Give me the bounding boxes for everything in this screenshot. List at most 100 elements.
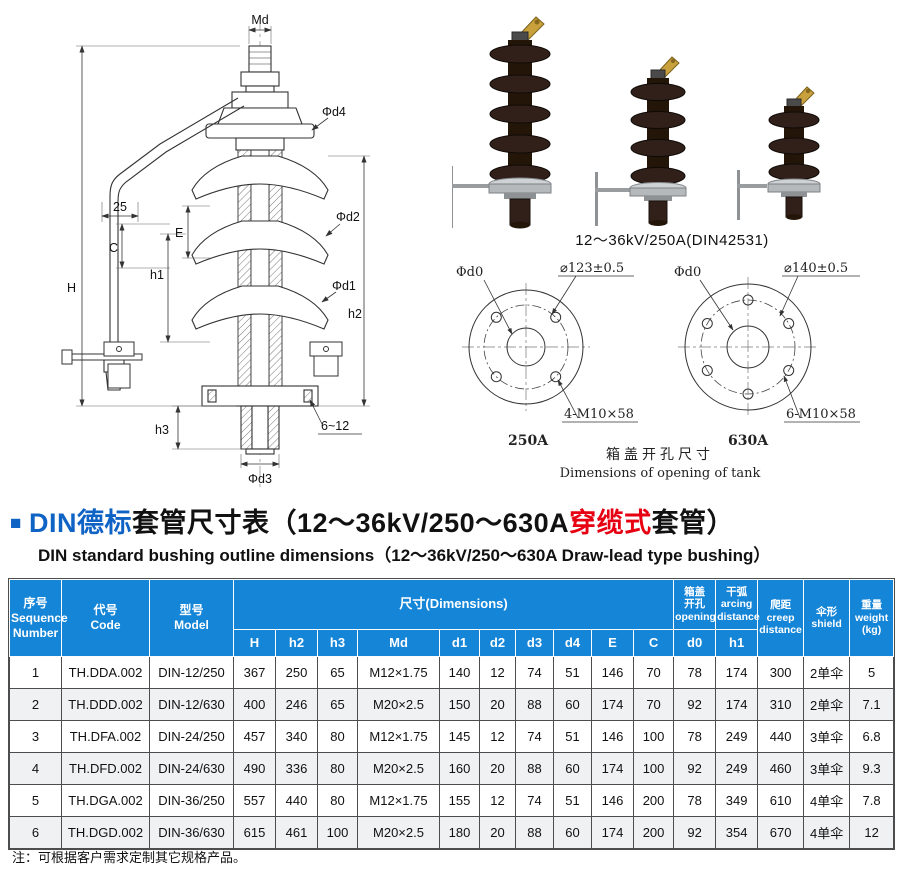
table-cell: 88	[515, 752, 554, 785]
table-cell: 146	[591, 784, 634, 817]
table-cell: 400	[233, 688, 276, 721]
bushing-photo-large	[452, 16, 552, 229]
hole-pattern-250a: Φd0 ⌀123±0.5 4-M10×58 250A	[456, 261, 638, 449]
table-cell: 12	[479, 720, 516, 753]
col-header-shield: 伞形 shield	[803, 579, 851, 657]
col-header-Md: Md	[357, 629, 440, 657]
col-header-opening: 箱盖 开孔 opening	[673, 579, 717, 630]
table-cell: 145	[439, 720, 480, 753]
table-cell: 155	[439, 784, 480, 817]
table-cell: 9.3	[849, 752, 895, 785]
table-cell: 174	[715, 688, 759, 721]
table-cell: TH.DFD.002	[61, 752, 150, 785]
table-cell: DIN-36/630	[149, 816, 234, 849]
hole-250a-bolt-spec-label: 4-M10×58	[564, 407, 634, 422]
table-cell: 3	[9, 720, 62, 753]
col-header-dimensions: 尺寸(Dimensions)	[232, 579, 675, 630]
table-cell: DIN-12/250	[149, 656, 234, 689]
table-cell: 440	[275, 784, 318, 817]
product-photos-caption: 12～36kV/250A(DIN42531)	[575, 232, 769, 249]
table-cell: 80	[317, 720, 358, 753]
col-header-d2: d2	[479, 629, 516, 657]
table-cell: 51	[553, 656, 592, 689]
table-cell: M20×2.5	[357, 816, 440, 849]
table-cell: 7.8	[849, 784, 895, 817]
table-cell: M12×1.75	[357, 656, 440, 689]
table-cell: 20	[479, 688, 516, 721]
table-cell: 20	[479, 752, 516, 785]
table-cell: 2单伞	[803, 688, 851, 721]
dim-label-md: Md	[251, 13, 268, 27]
product-photos	[452, 16, 821, 229]
title-tail: 套管）	[651, 508, 735, 538]
table-cell: 336	[275, 752, 318, 785]
table-cell: 174	[591, 752, 634, 785]
table-cell: M20×2.5	[357, 688, 440, 721]
table-cell: 610	[757, 784, 805, 817]
table-cell: 2	[9, 688, 62, 721]
title-brand: DIN德标	[28, 508, 132, 538]
tank-opening-drawings: Φd0 ⌀123±0.5 4-M10×58 250A Φd0 ⌀140±0.5	[456, 261, 860, 449]
table-cell: 461	[275, 816, 318, 849]
table-cell: 4	[9, 752, 62, 785]
table-cell: 150	[439, 688, 480, 721]
table-cell: 51	[553, 784, 592, 817]
table-cell: 100	[317, 816, 358, 849]
table-cell: M20×2.5	[357, 752, 440, 785]
table-cell: 3单伞	[803, 720, 851, 753]
table-cell: 246	[275, 688, 318, 721]
table-cell: 160	[439, 752, 480, 785]
cable-clamps	[61, 341, 343, 389]
table-cell: DIN-24/250	[149, 720, 234, 753]
table-cell: DIN-24/630	[149, 752, 234, 785]
col-header-code: 代号 Code	[61, 579, 150, 657]
table-cell: 65	[317, 688, 358, 721]
table-cell: 349	[715, 784, 759, 817]
table-cell: 615	[233, 816, 276, 849]
footnote: 注：可根据客户需求定制其它规格产品。	[12, 850, 247, 865]
hole-pattern-630a: Φd0 ⌀140±0.5 6-M10×58 630A	[674, 261, 860, 449]
table-cell: 51	[553, 720, 592, 753]
bushing-photo-small	[737, 86, 821, 220]
table-cell: 65	[317, 656, 358, 689]
col-header-h2: h2	[275, 629, 318, 657]
table-cell: 4单伞	[803, 816, 851, 849]
hole-250a-name: 250A	[508, 433, 549, 449]
table-cell: 92	[673, 752, 717, 785]
table-cell: TH.DDD.002	[61, 688, 150, 721]
table-cell: 60	[553, 816, 592, 849]
tank-opening-caption: 箱盖开孔尺寸 Dimensions of opening of tank	[540, 444, 780, 481]
col-header-d3: d3	[515, 629, 554, 657]
tank-caption-en: Dimensions of opening of tank	[559, 466, 761, 481]
table-cell: 457	[233, 720, 276, 753]
col-header-sequence: 序号 Sequence Number	[9, 579, 68, 657]
title-bullet-icon: ■	[10, 513, 22, 534]
weather-sheds	[191, 155, 329, 330]
table-cell: 249	[715, 752, 759, 785]
table-cell: 250	[275, 656, 318, 689]
table-cell: 80	[317, 784, 358, 817]
table-cell: DIN-12/630	[149, 688, 234, 721]
hole-630a-bolt-circle-label: ⌀140±0.5	[784, 261, 848, 276]
table-cell: 174	[591, 816, 634, 849]
table-cell: 354	[715, 816, 759, 849]
col-header-weight: 重量 weight (kg)	[849, 579, 895, 657]
col-header-d1: d1	[439, 629, 480, 657]
table-cell: 6.8	[849, 720, 895, 753]
dim-label-h1: h1	[150, 268, 164, 282]
col-header-H: H	[233, 629, 276, 657]
table-cell: 146	[591, 720, 634, 753]
hole-250a-d0-label: Φd0	[456, 265, 483, 280]
dim-label-h2: h2	[348, 307, 362, 321]
dim-label-e: E	[175, 226, 183, 240]
table-cell: TH.DGD.002	[61, 816, 150, 849]
table-cell: 340	[275, 720, 318, 753]
table-cell: 3单伞	[803, 752, 851, 785]
col-header-E: E	[591, 629, 634, 657]
